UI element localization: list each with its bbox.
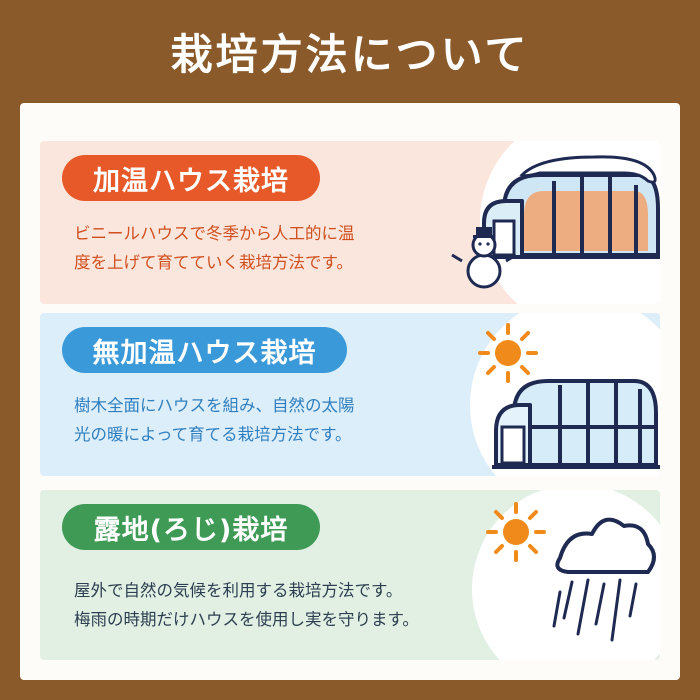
description-line: ビニールハウスで冬季から人工的に温 bbox=[74, 224, 355, 243]
method-card-heated-greenhouse: 加温ハウス栽培 ビニールハウスで冬季から人工的に温 度を上げて育てていく栽培方法… bbox=[40, 141, 660, 304]
method-title: 露地(ろじ)栽培 bbox=[62, 504, 320, 550]
sun-icon bbox=[486, 502, 546, 562]
method-card-unheated-greenhouse: 無加温ハウス栽培 樹木全面にハウスを組み、自然の太陽 光の暖によって育てる栽培方… bbox=[40, 313, 660, 476]
page-header: 栽培方法について bbox=[0, 0, 700, 103]
method-title: 加温ハウス栽培 bbox=[62, 155, 320, 201]
method-description: 樹木全面にハウスを組み、自然の太陽 光の暖によって育てる栽培方法です。 bbox=[74, 391, 454, 449]
method-card-open-field: 露地(ろじ)栽培 屋外で自然の気候を利用する栽培方法です。 梅雨の時期だけハウス… bbox=[40, 490, 660, 660]
description-line: 光の暖によって育てる栽培方法です。 bbox=[74, 425, 352, 444]
method-title: 無加温ハウス栽培 bbox=[62, 327, 347, 373]
method-description: ビニールハウスで冬季から人工的に温 度を上げて育てていく栽培方法です。 bbox=[74, 219, 454, 277]
greenhouse-sun-icon bbox=[478, 323, 660, 469]
description-line: 梅雨の時期だけハウスを使用し実を守ります。 bbox=[74, 610, 419, 629]
content-panel: 加温ハウス栽培 ビニールハウスで冬季から人工的に温 度を上げて育てていく栽培方法… bbox=[20, 103, 680, 680]
sun-icon bbox=[478, 323, 538, 383]
greenhouse-snow-snowman-icon bbox=[451, 155, 660, 289]
method-description: 屋外で自然の気候を利用する栽培方法です。 梅雨の時期だけハウスを使用し実を守りま… bbox=[74, 576, 494, 634]
description-line: 度を上げて育てていく栽培方法です。 bbox=[74, 253, 353, 272]
description-line: 樹木全面にハウスを組み、自然の太陽 bbox=[74, 396, 355, 415]
page-title: 栽培方法について bbox=[170, 30, 530, 79]
sun-rain-cloud-icon bbox=[486, 502, 656, 642]
description-line: 屋外で自然の気候を利用する栽培方法です。 bbox=[74, 581, 403, 600]
